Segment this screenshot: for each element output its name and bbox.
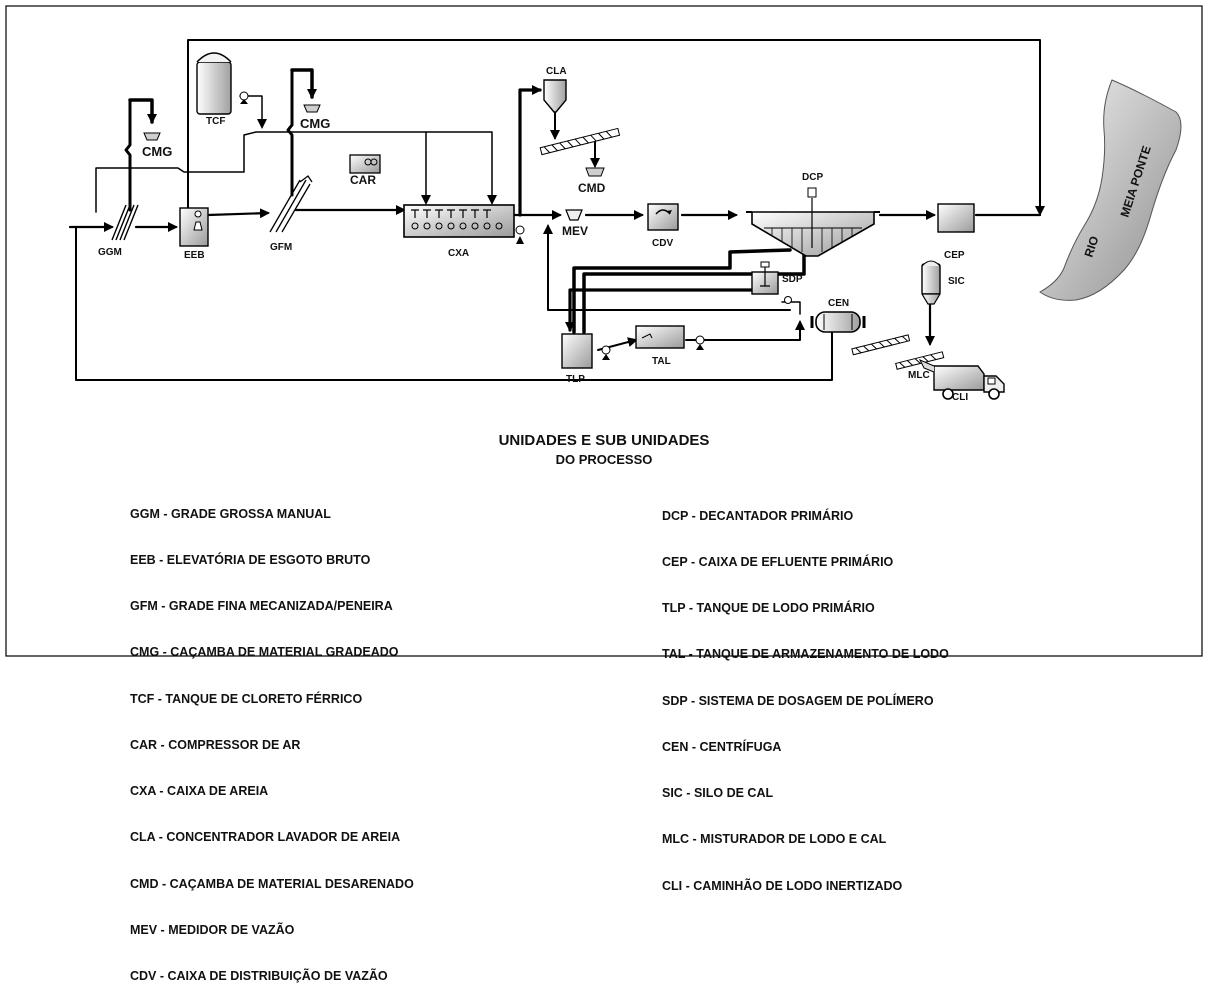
label-cen: CEN xyxy=(828,298,849,309)
legend-item: SIC - SILO DE CAL xyxy=(662,786,774,801)
label-sic: SIC xyxy=(948,276,965,287)
legend-item: CMD - CAÇAMBA DE MATERIAL DESARENADO xyxy=(130,876,414,891)
cdv-box xyxy=(647,203,679,231)
legend-item: GGM - GRADE GROSSA MANUAL xyxy=(130,506,331,521)
legend-right-column: DCP - DECANTADOR PRIMÁRIO CEP - CAIXA DE… xyxy=(662,478,949,909)
label-cdv: CDV xyxy=(652,238,673,249)
label-gfm: GFM xyxy=(270,242,292,253)
label-sdp: SDP xyxy=(782,274,803,285)
legend-item: CEN - CENTRÍFUGA xyxy=(662,739,782,754)
mev-flow-meter xyxy=(565,209,583,221)
legend-item: CEP - CAIXA DE EFLUENTE PRIMÁRIO xyxy=(662,555,894,570)
legend-item: MLC - MISTURADOR DE LODO E CAL xyxy=(662,832,887,847)
legend-subtitle: DO PROCESSO xyxy=(555,452,653,467)
legend-item: MEV - MEDIDOR DE VAZÃO xyxy=(130,922,295,937)
label-cxa: CXA xyxy=(448,248,469,259)
cmg-bucket-1 xyxy=(143,132,161,141)
label-dcp: DCP xyxy=(802,172,823,183)
legend-item: SDP - SISTEMA DE DOSAGEM DE POLÍMERO xyxy=(662,693,934,708)
cxa-grit-chamber xyxy=(403,204,525,244)
label-cmd: CMD xyxy=(578,181,606,195)
sic-silo xyxy=(920,260,942,305)
legend-item: EEB - ELEVATÓRIA DE ESGOTO BRUTO xyxy=(130,553,371,568)
legend-item: CLI - CAMINHÃO DE LODO INERTIZADO xyxy=(662,878,903,893)
cep-box xyxy=(937,203,975,233)
legend-item: TAL - TANQUE DE ARMAZENAMENTO DE LODO xyxy=(662,647,949,662)
legend-item: CMG - CAÇAMBA DE MATERIAL GRADEADO xyxy=(130,645,399,660)
dcp-decanter xyxy=(746,187,880,257)
label-cla: CLA xyxy=(546,66,567,77)
gfm-screen xyxy=(269,175,313,233)
label-cmg-2: CMG xyxy=(300,116,330,131)
eeb-pump-well xyxy=(179,207,209,247)
label-cli: CLI xyxy=(952,392,968,403)
legend-left-column: GGM - GRADE GROSSA MANUAL EEB - ELEVATÓR… xyxy=(130,476,414,1000)
sludge-screw-conveyor xyxy=(851,334,945,370)
label-cmg-1: CMG xyxy=(142,144,172,159)
tlp-tank xyxy=(561,333,611,369)
cli-truck xyxy=(918,359,1005,400)
legend-title: UNIDADES E SUB UNIDADES xyxy=(498,432,710,449)
label-tal: TAL xyxy=(652,356,671,367)
label-cep: CEP xyxy=(944,250,965,261)
tal-tank xyxy=(635,325,705,350)
car-compressor xyxy=(349,154,381,174)
label-ggm: GGM xyxy=(98,247,122,258)
cmg-bucket-2 xyxy=(303,104,321,113)
label-tlp: TLP xyxy=(566,374,585,385)
figure-frame: GGM EEB GFM TCF CMG CMG CAR xyxy=(5,5,1203,983)
sdp-polymer-system xyxy=(751,261,792,304)
cla-concentrator xyxy=(539,79,621,156)
tcf-tank xyxy=(196,52,249,115)
cen-centrifuge xyxy=(810,311,866,333)
outer-border xyxy=(5,5,1203,657)
label-mlc: MLC xyxy=(908,370,930,381)
label-mev: MEV xyxy=(562,224,588,238)
legend-item: CXA - CAIXA DE AREIA xyxy=(130,784,269,799)
flow-lines xyxy=(68,39,1045,381)
legend-item: CDV - CAIXA DE DISTRIBUIÇÃO DE VAZÃO xyxy=(130,969,388,983)
legend-item: TCF - TANQUE DE CLORETO FÉRRICO xyxy=(130,691,363,706)
process-flow-diagram: GGM EEB GFM TCF CMG CMG CAR xyxy=(5,5,1203,657)
label-car: CAR xyxy=(350,173,376,187)
legend-item: CAR - COMPRESSOR DE AR xyxy=(130,737,301,752)
legend-item: CLA - CONCENTRADOR LAVADOR DE AREIA xyxy=(130,830,401,845)
label-tcf: TCF xyxy=(206,116,225,127)
cmd-bucket xyxy=(585,167,605,177)
label-eeb: EEB xyxy=(184,250,205,261)
label-rio: RIO xyxy=(1082,234,1102,259)
legend-item: GFM - GRADE FINA MECANIZADA/PENEIRA xyxy=(130,599,393,614)
legend-item: DCP - DECANTADOR PRIMÁRIO xyxy=(662,508,854,523)
rio-meia-ponte-river xyxy=(1039,79,1182,301)
ggm-screen xyxy=(111,204,139,241)
legend-item: TLP - TANQUE DE LODO PRIMÁRIO xyxy=(662,601,875,616)
